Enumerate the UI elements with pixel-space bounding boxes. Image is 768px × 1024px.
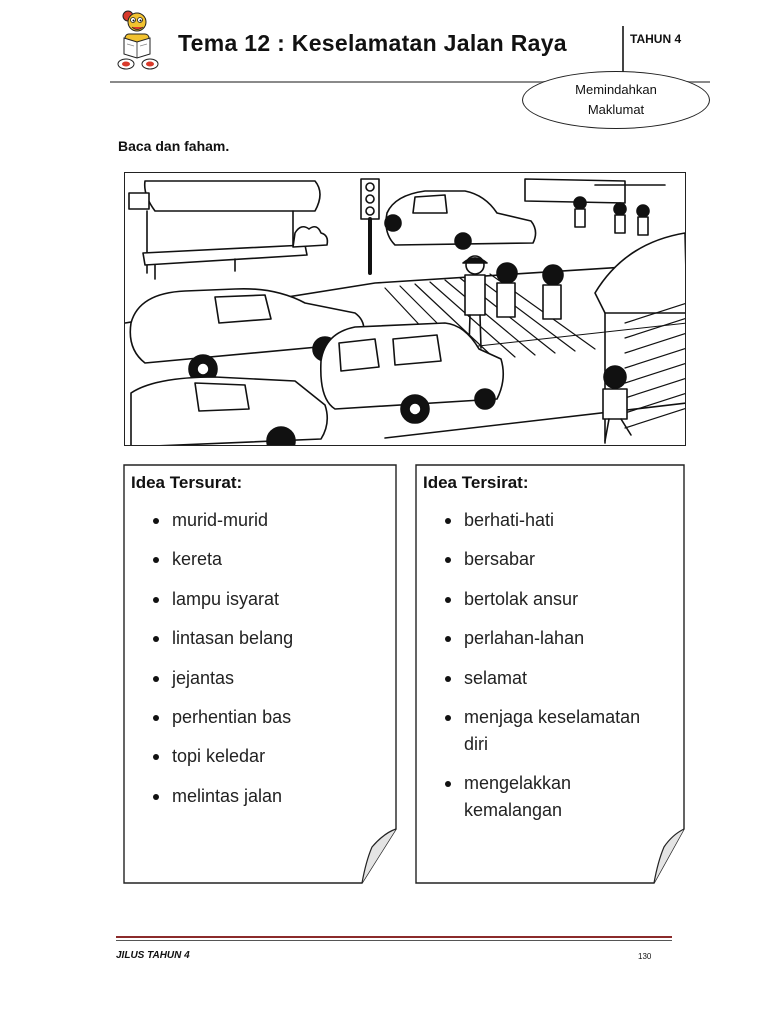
header-rule bbox=[110, 81, 710, 83]
list-item: lintasan belang bbox=[153, 625, 387, 652]
list-item: kereta bbox=[153, 546, 387, 573]
card-title-tersurat: Idea Tersurat: bbox=[131, 473, 243, 492]
list-item: menjaga keselamatan diri bbox=[445, 704, 644, 758]
list-item: jejantas bbox=[153, 665, 387, 692]
list-item: selamat bbox=[445, 665, 644, 692]
list-item: berhati-hati bbox=[445, 507, 644, 534]
implicit-ideas-list: berhati-hati bersabar bertolak ansur per… bbox=[414, 507, 644, 837]
street-scene-illustration bbox=[124, 172, 686, 446]
list-item: melintas jalan bbox=[153, 783, 387, 810]
footer-rule-thin bbox=[116, 940, 672, 941]
list-item: bertolak ansur bbox=[445, 586, 644, 613]
implicit-ideas-card: Idea Tersirat: berhati-hati bersabar ber… bbox=[414, 463, 688, 885]
year-tag: TAHUN 4 bbox=[630, 32, 682, 46]
explicit-ideas-card: Idea Tersurat: murid-murid kereta lampu … bbox=[122, 463, 397, 885]
list-item: lampu isyarat bbox=[153, 586, 387, 613]
card-title-tersirat: Idea Tersirat: bbox=[423, 473, 529, 492]
footer-rule bbox=[116, 936, 672, 938]
list-item: perlahan-lahan bbox=[445, 625, 644, 652]
list-item: murid-murid bbox=[153, 507, 387, 534]
page-number: 130 bbox=[638, 952, 652, 961]
skill-oval: Memindahkan Maklumat bbox=[522, 71, 710, 129]
skill-line-1: Memindahkan bbox=[575, 82, 657, 97]
list-item: perhentian bas bbox=[153, 704, 387, 731]
header-divider bbox=[622, 26, 624, 78]
skill-line-2: Maklumat bbox=[587, 102, 645, 117]
explicit-ideas-list: murid-murid kereta lampu isyarat lintasa… bbox=[122, 507, 387, 822]
mascot-logo bbox=[112, 8, 164, 72]
page-title: Tema 12 : Keselamatan Jalan Raya bbox=[178, 30, 567, 56]
list-item: topi keledar bbox=[153, 743, 387, 770]
instruction-text: Baca dan faham. bbox=[118, 138, 230, 154]
list-item: mengelakkan kemalangan bbox=[445, 770, 644, 824]
footer-label: JILUS TAHUN 4 bbox=[116, 950, 190, 961]
list-item: bersabar bbox=[445, 546, 644, 573]
